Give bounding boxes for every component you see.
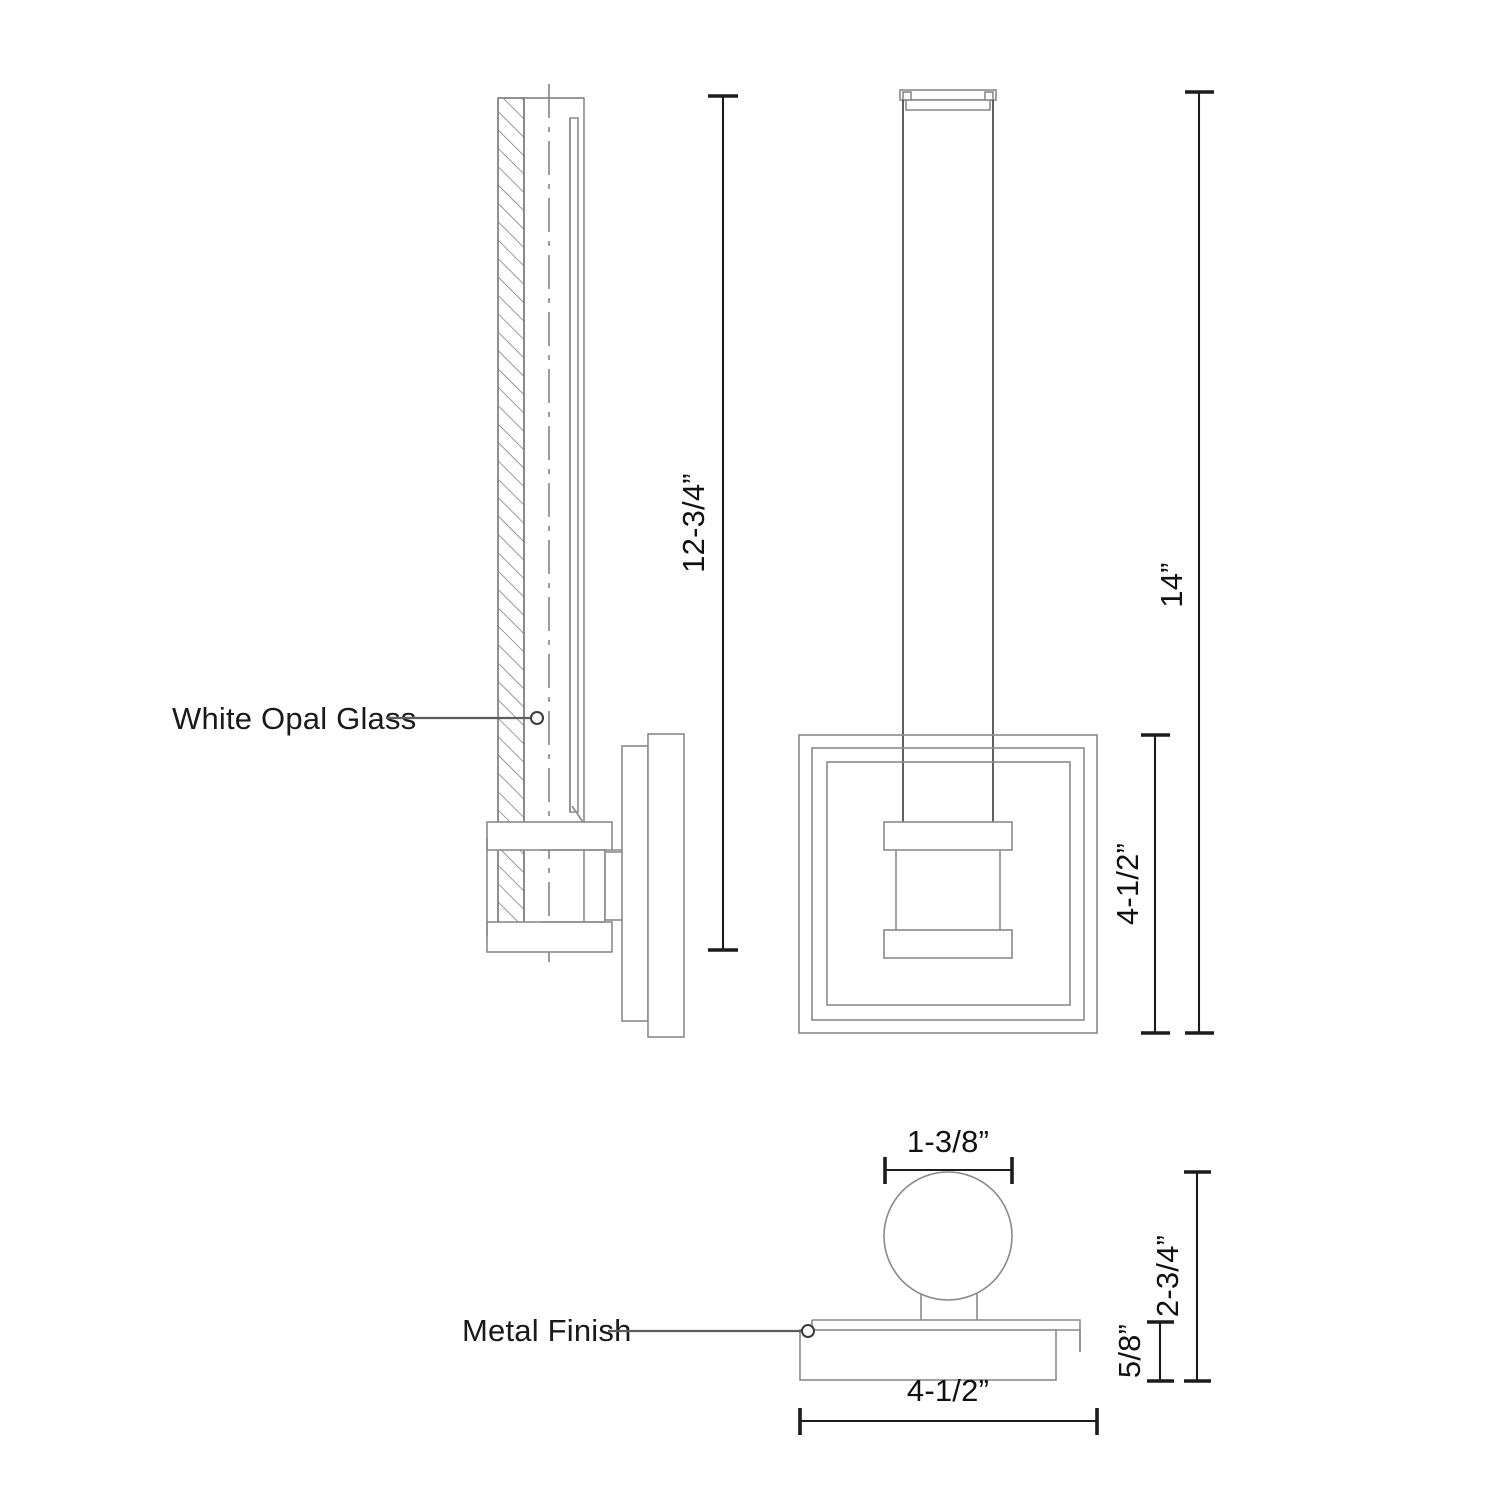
tube-diameter-label: 1-3/8” (907, 1124, 989, 1159)
led-lead-detail (571, 805, 584, 823)
glass-height-label: 12-3/4” (676, 473, 711, 573)
dimension-plate-thickness: 5/8” (1112, 1320, 1174, 1383)
backplate-square-inner (826, 761, 1071, 1006)
socket-cap-top (486, 821, 613, 851)
plate-thickness-label: 5/8” (1112, 1324, 1147, 1378)
tube-cross-section-circle (883, 1171, 1013, 1301)
backplate-width-label: 4-1/2” (907, 1373, 989, 1408)
dimension-base-depth: 2-3/4” (1150, 1170, 1211, 1383)
bottom-view (799, 1171, 1081, 1381)
front-tube-cap-outer (899, 89, 997, 101)
socket-cap-bottom (486, 921, 613, 953)
dimension-tube-diameter: 1-3/8” (883, 1124, 1014, 1184)
backplate-height-label: 4-1/2” (1110, 843, 1145, 925)
metal-finish-leader-dot (801, 1324, 815, 1338)
front-socket-cap-top (883, 821, 1013, 851)
dimension-overall-height: 14” (1154, 90, 1214, 1035)
glass-section-hatch (497, 97, 525, 937)
overall-height-label: 14” (1154, 562, 1189, 607)
white-opal-glass-leader-dot (530, 711, 544, 725)
backplate-square-middle (811, 747, 1085, 1021)
front-socket-cap-bottom (883, 929, 1013, 959)
metal-finish-label: Metal Finish (462, 1313, 632, 1348)
front-view (798, 89, 1098, 1034)
white-opal-glass-label: White Opal Glass (172, 701, 416, 736)
backplate-inner-profile (621, 745, 649, 1022)
front-cap-screw-right (984, 91, 994, 101)
side-section-view (486, 84, 685, 1038)
backplate-square-outer (798, 734, 1098, 1034)
front-cap-screw-left (902, 91, 912, 101)
backplate-outer-profile (647, 733, 685, 1038)
dimension-backplate-width: 4-1/2” (798, 1373, 1099, 1435)
callout-white-opal-glass: White Opal Glass (172, 701, 544, 736)
dimension-backplate-height: 4-1/2” (1110, 733, 1170, 1035)
callout-metal-finish: Metal Finish (462, 1313, 815, 1348)
front-tube-cap-inner (905, 99, 991, 111)
base-plate-lower (799, 1329, 1057, 1381)
base-depth-label: 2-3/4” (1150, 1235, 1185, 1317)
dimension-glass-height: 12-3/4” (676, 94, 738, 952)
